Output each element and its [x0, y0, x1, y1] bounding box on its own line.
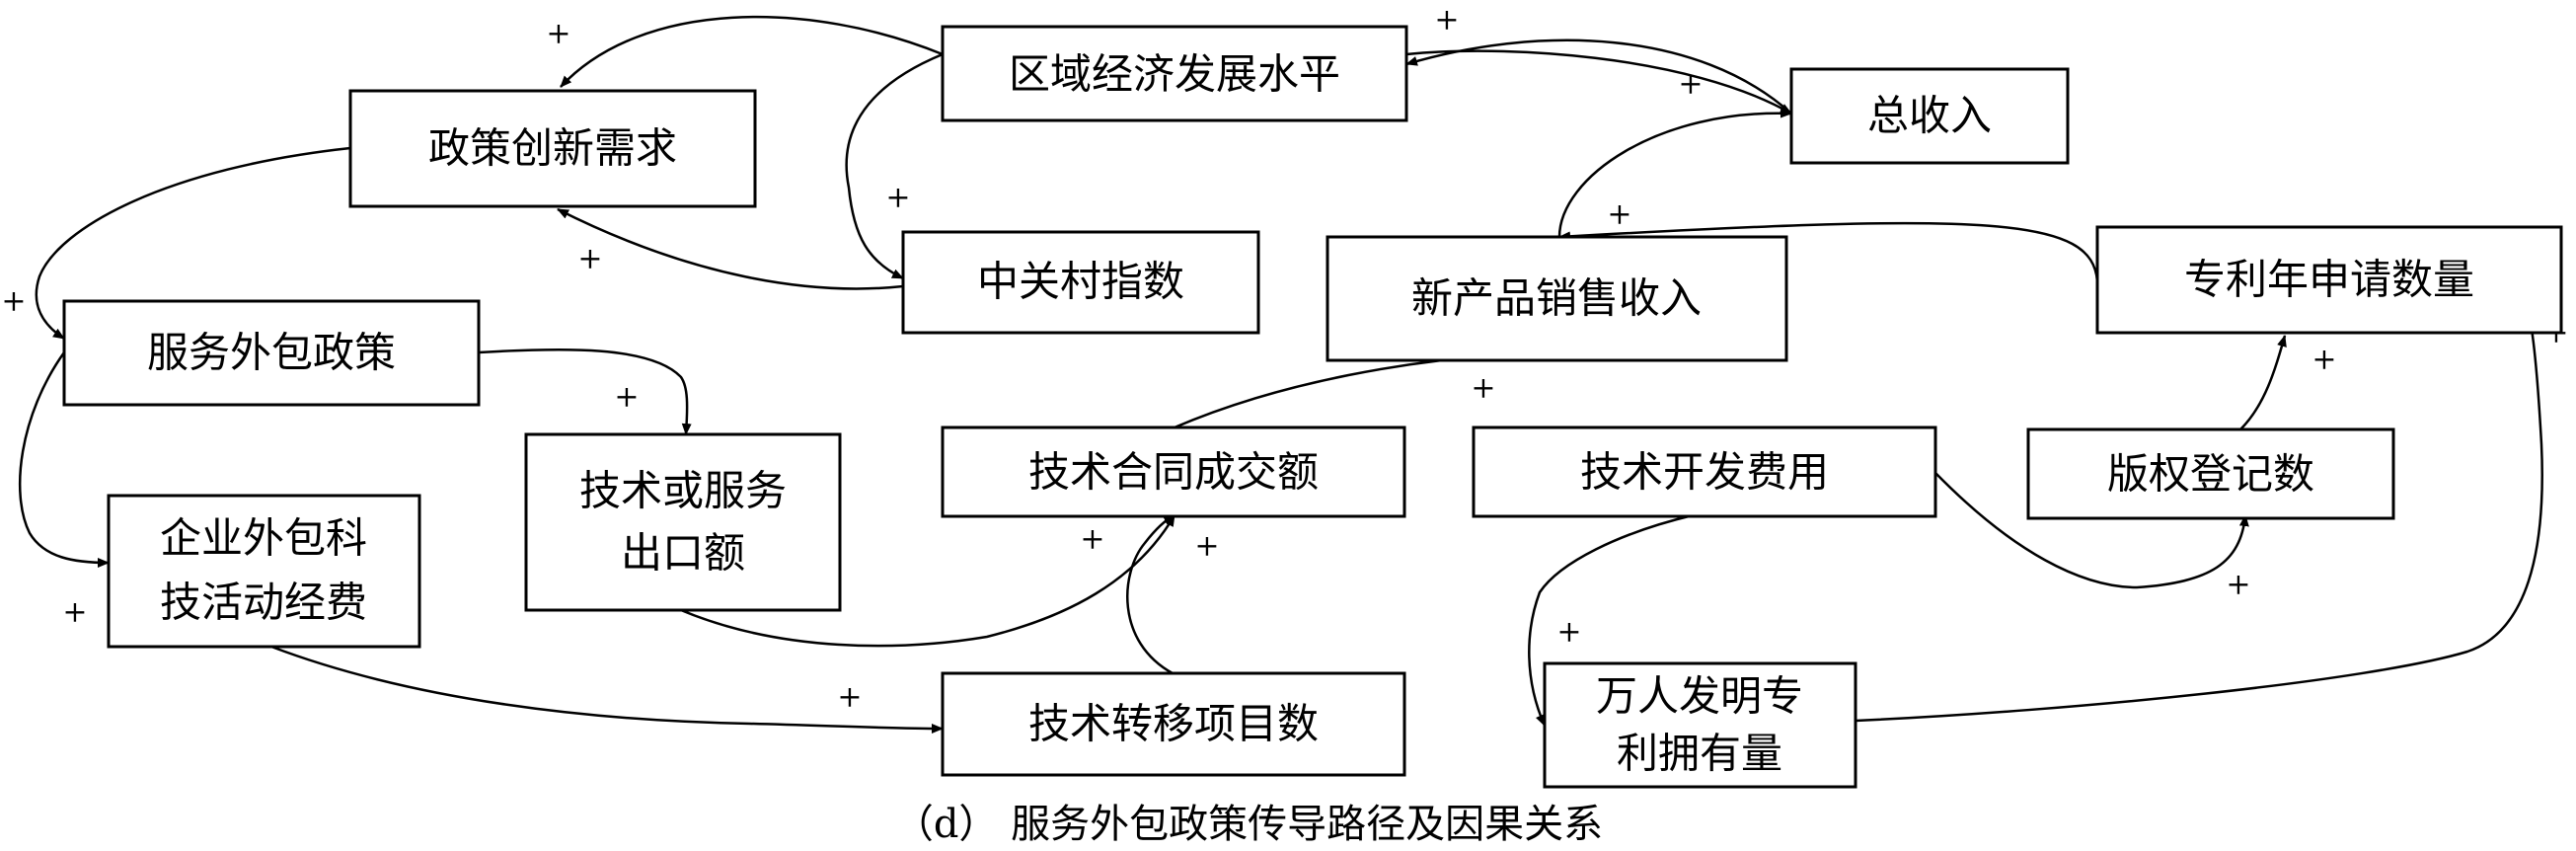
node-tech-service-export-line-1: 技术或服务	[579, 467, 787, 515]
node-total-revenue: 总收入	[1789, 67, 2070, 165]
node-patents-per-10k-line-1: 万人发明专	[1596, 672, 1803, 721]
sign-regional-to-total-revenue: +	[1678, 67, 1703, 102]
node-new-product-sales-label: 新产品销售收入	[1411, 274, 1702, 323]
edge-contract-volume-to-new-product	[1174, 348, 1560, 429]
node-zgc-index: 中关村指数	[901, 230, 1260, 335]
node-tech-transfer-projects-label: 技术转移项目数	[1028, 700, 1319, 748]
node-tech-dev-cost: 技术开发费用	[1472, 426, 1937, 518]
node-regional-economy: 区域经济发展水平	[941, 25, 1408, 122]
sign-dev-cost-to-copyright: +	[2226, 568, 2250, 602]
node-tech-service-export: 技术或服务 出口额	[524, 432, 842, 612]
edge-copyright-to-patents	[2239, 335, 2287, 430]
node-outsourcing-policy: 服务外包政策	[62, 299, 481, 407]
node-patents-per-10k-line-2: 利拥有量	[1617, 730, 1782, 778]
sign-export-to-contract-volume: +	[1080, 522, 1104, 557]
edge-regional-to-total-revenue	[1405, 49, 1792, 116]
node-copyright-registrations-label: 版权登记数	[2107, 450, 2314, 499]
node-patents-per-10k: 万人发明专 利拥有量	[1543, 661, 1857, 789]
node-enterprise-outsourcing-funds-line-2: 技活动经费	[160, 579, 367, 627]
node-tech-contract-volume-label: 技术合同成交额	[1028, 448, 1319, 497]
edge-dev-cost-to-copyright	[1933, 471, 2249, 589]
edge-dev-cost-to-patents-per-10k	[1528, 513, 1694, 727]
node-tech-transfer-projects: 技术转移项目数	[941, 671, 1406, 777]
node-enterprise-outsourcing-funds-line-1: 企业外包科	[160, 514, 367, 563]
sign-enterprise-funds-to-transfer: +	[837, 680, 862, 715]
node-policy-innovation-demand-label: 政策创新需求	[428, 124, 677, 173]
node-outsourcing-policy-label: 服务外包政策	[147, 329, 396, 377]
sign-regional-to-policy-demand: +	[546, 17, 570, 51]
node-tech-service-export-line-2: 出口额	[621, 529, 745, 578]
sign-policy-demand-to-outsourcing: +	[1, 284, 26, 319]
sign-contract-volume-to-new-product: +	[1471, 371, 1495, 406]
node-policy-innovation-demand: 政策创新需求	[348, 89, 757, 208]
node-enterprise-outsourcing-funds: 企业外包科 技活动经费	[107, 494, 421, 649]
node-zgc-index-label: 中关村指数	[977, 258, 1184, 306]
node-tech-dev-cost-label: 技术开发费用	[1580, 448, 1829, 497]
edge-export-to-contract-volume	[680, 514, 1176, 648]
sign-regional-to-zgc-index: +	[885, 181, 910, 215]
sign-zgc-to-policy-demand: +	[577, 242, 602, 276]
node-total-revenue-label: 总收入	[1867, 92, 1992, 140]
edge-new-product-to-total-revenue	[1557, 108, 1792, 238]
sign-transfer-to-contract-volume: +	[1194, 529, 1219, 564]
node-tech-contract-volume: 技术合同成交额	[941, 426, 1406, 518]
sign-outsourcing-to-export: +	[614, 380, 639, 415]
node-patent-applications: 专利年申请数量	[2095, 225, 2563, 335]
sign-total-revenue-to-regional: +	[1434, 3, 1459, 38]
node-copyright-registrations: 版权登记数	[2026, 427, 2395, 520]
node-patent-applications-label: 专利年申请数量	[2184, 256, 2474, 304]
edge-outsourcing-to-enterprise-funds	[18, 351, 110, 568]
node-new-product-sales: 新产品销售收入	[1326, 235, 1788, 362]
edge-regional-to-zgc-index	[845, 52, 944, 280]
node-regional-economy-label: 区域经济发展水平	[1009, 50, 1340, 99]
edge-zgc-to-policy-demand	[557, 207, 904, 290]
edge-regional-to-policy-demand	[560, 15, 944, 88]
edge-patents-per-10k-to-patents	[1855, 280, 2543, 723]
sign-dev-cost-to-patents-per-10k: +	[1556, 615, 1581, 650]
edge-enterprise-funds-to-transfer	[270, 645, 944, 734]
sign-patents-to-new-product: +	[1607, 197, 1631, 232]
edge-policy-demand-to-outsourcing-policy	[35, 146, 351, 341]
edge-outsourcing-to-export	[478, 348, 692, 435]
sign-outsourcing-to-enterprise-funds: +	[62, 595, 87, 630]
figure-caption: （d） 服务外包政策传导路径及因果关系	[894, 802, 1603, 847]
edge-patents-to-new-product	[1558, 221, 2099, 282]
edge-transfer-to-contract-volume	[1126, 513, 1175, 675]
sign-copyright-to-patents: +	[2311, 343, 2336, 377]
